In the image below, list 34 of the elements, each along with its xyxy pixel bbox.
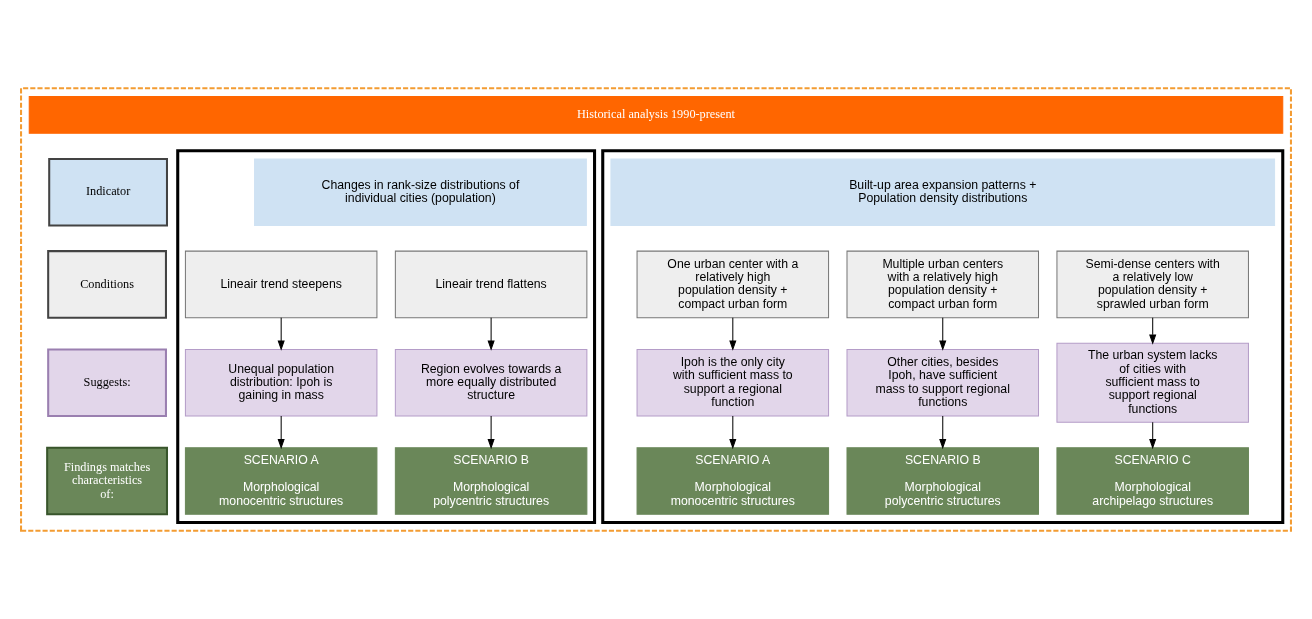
- node-box: SCENARIO C Morphological archipelago structures: [1056, 447, 1249, 515]
- node-box: SCENARIO B Morphological polycentric structures: [394, 447, 588, 515]
- cluster: [601, 149, 1285, 525]
- arrow: [277, 415, 285, 450]
- node-box: Historical analysis 1990-present: [28, 95, 1284, 134]
- node-box: Conditions: [47, 250, 167, 319]
- node-box: The urban system lacks of cities with sufficient mass to support regional functions: [1056, 342, 1249, 423]
- arrow: [487, 317, 495, 351]
- node-box: Findings matches characteristics of:: [46, 446, 168, 516]
- node-box: Multiple urban centers with a relatively high population density + compact urban form: [846, 250, 1039, 319]
- cluster: [20, 87, 1292, 532]
- arrow: [939, 415, 947, 450]
- node-box: Lineair trend steepens: [184, 250, 378, 319]
- node-box: Built-up area expansion patterns + Population density distributions: [610, 158, 1276, 227]
- node-box: Suggests:: [47, 348, 167, 418]
- arrow: [729, 317, 737, 351]
- arrow: [939, 317, 947, 351]
- node-box: SCENARIO A Morphological monocentric structures: [184, 447, 378, 515]
- node-box: Changes in rank-size distributions of individual cities (population): [254, 158, 587, 227]
- arrow: [729, 415, 737, 450]
- node-box: One urban center with a relatively high population density + compact urban form: [636, 250, 830, 319]
- node-box: SCENARIO B Morphological polycentric structures: [846, 447, 1039, 515]
- node-box: SCENARIO A Morphological monocentric structures: [636, 447, 830, 515]
- arrow: [487, 415, 495, 450]
- node-box: Lineair trend flattens: [394, 250, 588, 319]
- node-box: Semi-dense centers with a relatively low population density + sprawled urban form: [1056, 250, 1249, 319]
- node-box: Ipoh is the only city with sufficient mass to support a regional function: [636, 348, 830, 417]
- node-box: Other cities, besides Ipoh, have sufficient mass to support regional functions: [846, 348, 1039, 417]
- arrow: [277, 317, 285, 351]
- node-box: Unequal population distribution: Ipoh is gaining in mass: [184, 348, 378, 417]
- node-box: Indicator: [48, 157, 168, 227]
- arrow: [1149, 421, 1157, 450]
- cluster: [176, 149, 597, 525]
- node-box: Region evolves towards a more equally distributed structure: [394, 348, 588, 417]
